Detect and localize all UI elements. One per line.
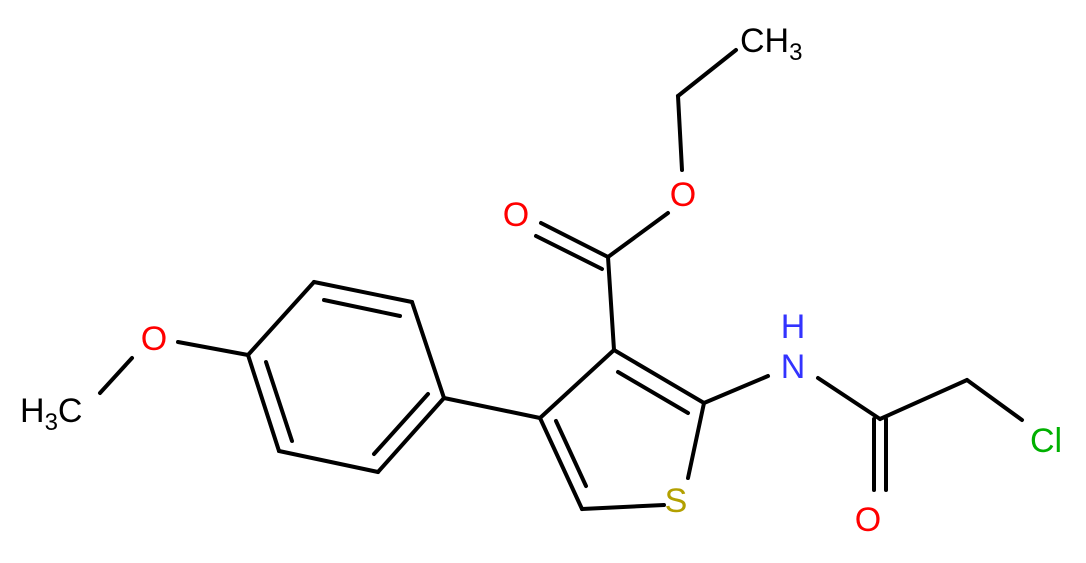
bond-ar3-ar4 bbox=[246, 280, 316, 357]
bonds bbox=[98, 48, 1024, 511]
bond-c2-s bbox=[686, 401, 706, 480]
bond-c2-n bbox=[702, 374, 770, 405]
bond-ch2-cl bbox=[965, 378, 1024, 422]
bond-c5-c4-inner bbox=[554, 419, 588, 488]
atom-labels: CH3 O O O H3C H N Cl O S bbox=[20, 22, 1062, 539]
s-label: S bbox=[665, 482, 688, 520]
o-amide-label: O bbox=[855, 501, 881, 539]
bond-carbonyl-1 bbox=[539, 221, 610, 259]
bond-n-camide bbox=[816, 376, 882, 421]
bond-ch2-oester bbox=[676, 94, 684, 172]
cl-label: Cl bbox=[1030, 422, 1062, 460]
bond-c4-aryl bbox=[442, 396, 542, 420]
bond-c3-c2 bbox=[612, 348, 706, 405]
bond-c5-c4 bbox=[538, 416, 584, 511]
bond-omethoxy-ch3 bbox=[98, 356, 134, 395]
bond-oester-carboxyl bbox=[606, 211, 670, 259]
nh-n-label: N bbox=[781, 348, 806, 386]
bond-ar5-ar6 bbox=[277, 449, 380, 474]
bond-ar1-ar2 bbox=[410, 300, 446, 400]
bond-ar6-ar1-inner bbox=[372, 392, 430, 456]
h3c-methoxy-label: H3C bbox=[20, 392, 82, 436]
bond-ar4-ar5 bbox=[246, 353, 281, 453]
bond-ar4-omethoxy bbox=[176, 340, 250, 357]
bond-carboxyl-c3 bbox=[606, 255, 616, 352]
o-carbonyl-label: O bbox=[503, 196, 529, 234]
bond-carbonyl-2 bbox=[534, 234, 604, 271]
o-ester-label: O bbox=[670, 176, 696, 214]
nh-h-label: H bbox=[781, 308, 806, 346]
bond-s-c5 bbox=[580, 503, 666, 511]
bond-ar2-ar3-inner bbox=[322, 298, 402, 318]
ch3-top-label: CH3 bbox=[740, 22, 802, 66]
o-methoxy-label: O bbox=[141, 320, 167, 358]
bond-ar4-ar5-inner bbox=[264, 360, 294, 443]
bond-c3-c2-inner bbox=[616, 370, 690, 415]
bond-ch3-ch2 bbox=[676, 48, 738, 98]
bond-ar6-ar1 bbox=[376, 396, 446, 474]
bond-ar2-ar3 bbox=[312, 280, 414, 304]
bond-camide-ch2 bbox=[878, 378, 969, 421]
bond-c4-c3 bbox=[538, 348, 616, 420]
